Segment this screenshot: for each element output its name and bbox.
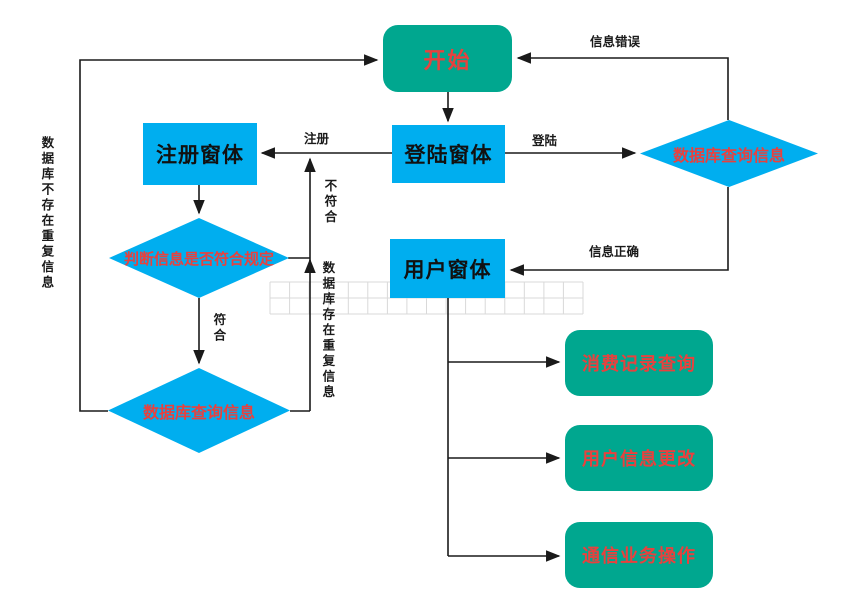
- node-telecom-operation: 通信业务操作: [565, 522, 713, 588]
- edge-dbright-to-user: [509, 187, 729, 276]
- label-not-conform: 不符合: [322, 179, 338, 226]
- label-login: 登陆: [532, 133, 558, 148]
- node-user-info-change: 用户信息更改: [565, 425, 713, 491]
- node-consume-record-query: 消费记录查询: [565, 330, 713, 396]
- edge-dbleft-to-start-loop: [79, 54, 379, 412]
- node-register-window: 注册窗体: [143, 123, 257, 185]
- node-login-window: 登陆窗体: [392, 125, 505, 183]
- label-info-error: 信息错误: [590, 34, 641, 49]
- label-info-correct: 信息正确: [589, 244, 640, 259]
- label-conform: 符合: [211, 313, 227, 344]
- label-db-no-duplicate: 数据库不存在重复信息: [39, 136, 55, 291]
- label-register: 注册: [304, 131, 330, 146]
- label-db-duplicate: 数据库存在重复信息: [320, 261, 336, 401]
- edge-dbright-to-start-loop: [516, 52, 729, 120]
- node-user-window: 用户窗体: [390, 239, 505, 298]
- node-start: 开始: [383, 25, 512, 92]
